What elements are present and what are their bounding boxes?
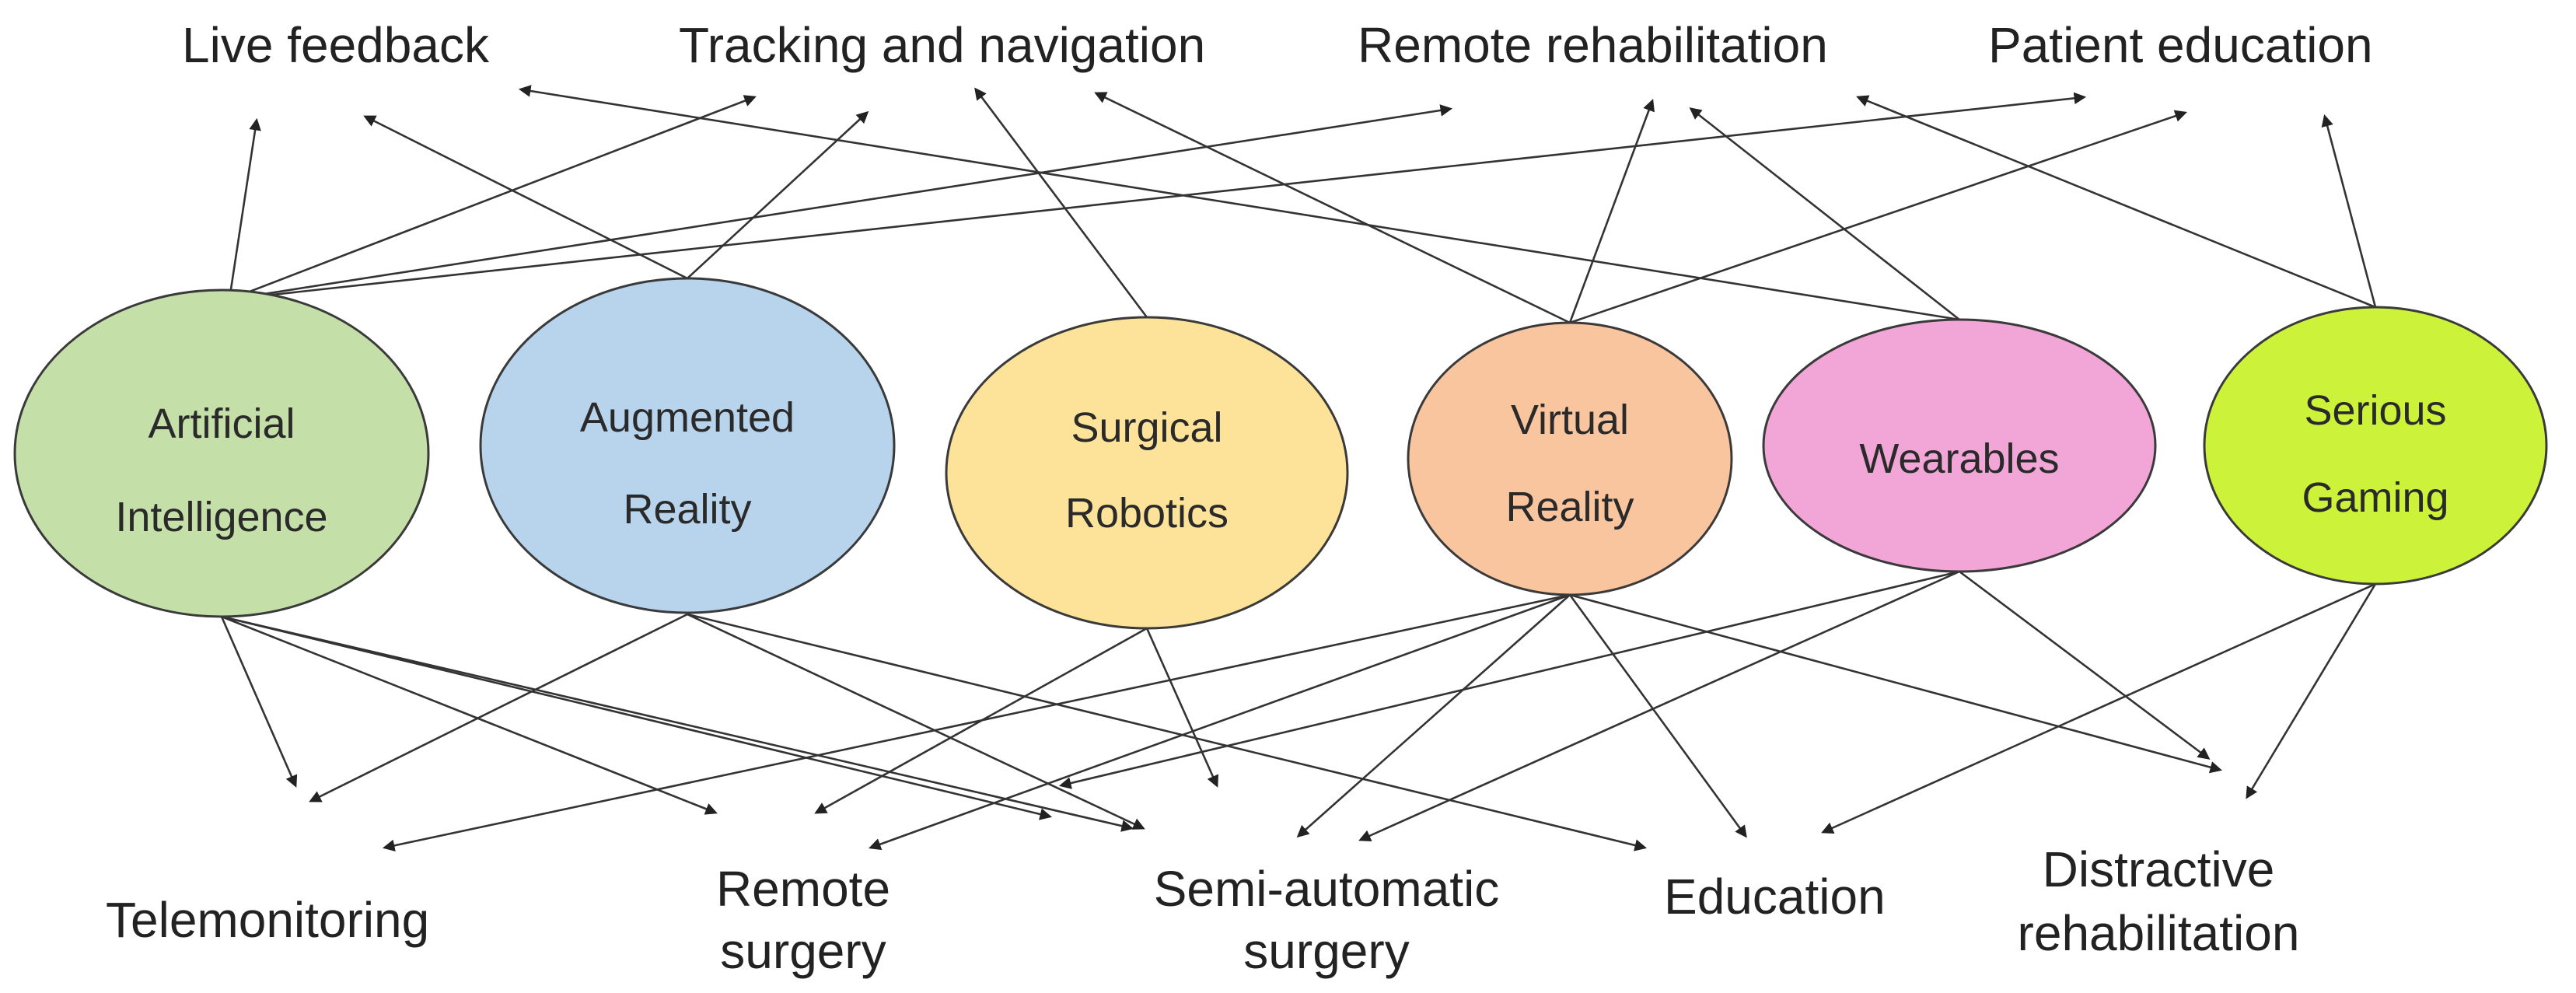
connector-arrow: [687, 110, 869, 279]
node-artificial-intelligence: Artificial Intelligence: [13, 288, 430, 618]
connector-arrow: [1959, 570, 2211, 760]
node-label-augmented: Augmented: [580, 394, 795, 441]
connector-arrow: [1094, 92, 1571, 324]
ellipse-serious-gaming: [2203, 306, 2548, 586]
connector-arrow: [974, 87, 1148, 318]
connector-arrow: [1569, 110, 2187, 324]
ellipse-artificial-intelligence: [13, 288, 430, 618]
node-augmented-reality: Augmented Reality: [479, 277, 896, 614]
label-rehabilitation: rehabilitation: [2018, 905, 2300, 961]
label-telemonitoring: Telemonitoring: [106, 892, 429, 948]
node-label-robotics: Robotics: [1065, 490, 1229, 537]
node-label-intelligence: Intelligence: [115, 494, 327, 540]
label-live-feedback: Live feedback: [182, 17, 490, 73]
connector-arrow: [1145, 628, 1219, 788]
connector-arrow: [221, 615, 1053, 820]
connector-arrow: [2321, 114, 2377, 308]
node-label-reality-vr: Reality: [1505, 484, 1634, 530]
bottom-labels: Telemonitoring Remote surgery Semi-autom…: [106, 841, 2299, 979]
ellipse-virtual-reality: [1407, 321, 1733, 596]
connector-arrow: [1058, 570, 1960, 789]
node-surgical-robotics: Surgical Robotics: [945, 316, 1349, 630]
connector-arrow: [228, 117, 261, 300]
connector-arrow: [687, 613, 1648, 851]
label-remote: Remote: [716, 861, 890, 917]
label-tracking-and-navigation: Tracking and navigation: [679, 17, 1205, 73]
connector-arrow: [229, 104, 1453, 301]
connector-arrow: [1568, 99, 1655, 323]
label-patient-education: Patient education: [1988, 17, 2373, 73]
connector-arrow: [1358, 570, 1960, 842]
connector-arrow: [1856, 95, 2376, 309]
ellipse-surgical-robotics: [945, 316, 1349, 630]
connector-lines: [220, 85, 2377, 852]
node-virtual-reality: Virtual Reality: [1407, 321, 1733, 596]
connector-arrow: [1296, 594, 1571, 838]
node-label-artificial: Artificial: [148, 400, 295, 447]
node-serious-gaming: Serious Gaming: [2203, 306, 2548, 586]
label-education: Education: [1664, 869, 1886, 925]
connector-arrow: [1821, 582, 2376, 834]
connector-arrow: [869, 593, 1571, 851]
connector-arrow: [518, 85, 1960, 321]
connector-arrow: [1689, 107, 1960, 321]
label-remote-rehabilitation: Remote rehabilitation: [1358, 17, 1828, 73]
node-label-reality-ar: Reality: [623, 486, 751, 533]
connector-arrow: [687, 613, 1145, 830]
node-label-virtual: Virtual: [1511, 397, 1629, 443]
connector-arrow: [229, 95, 757, 301]
label-surgery-remote: surgery: [720, 923, 886, 979]
node-label-serious: Serious: [2304, 387, 2446, 434]
connector-arrow: [2246, 583, 2377, 799]
connector-arrow: [221, 615, 1134, 832]
node-label-wearables: Wearables: [1859, 435, 2059, 482]
ellipse-wearables: [1762, 318, 2157, 573]
connector-arrow: [229, 92, 2087, 301]
node-label-surgical: Surgical: [1071, 404, 1222, 451]
connector-arrow: [382, 593, 1571, 852]
connector-arrow: [363, 115, 688, 280]
top-labels: Live feedback Tracking and navigation Re…: [182, 17, 2373, 73]
label-semi-automatic: Semi-automatic: [1154, 861, 1500, 917]
connector-arrow: [1569, 593, 2223, 774]
node-wearables: Wearables: [1762, 318, 2157, 573]
connector-arrow: [221, 615, 718, 815]
node-label-gaming: Gaming: [2302, 474, 2448, 521]
connector-arrow: [220, 616, 298, 788]
technology-nodes: Artificial Intelligence Augmented Realit…: [13, 277, 2548, 630]
label-surgery-semi: surgery: [1243, 923, 1409, 979]
connector-arrow: [309, 613, 688, 802]
label-distractive: Distractive: [2043, 841, 2275, 897]
ellipse-augmented-reality: [479, 277, 896, 614]
connector-arrow: [1568, 594, 1747, 838]
